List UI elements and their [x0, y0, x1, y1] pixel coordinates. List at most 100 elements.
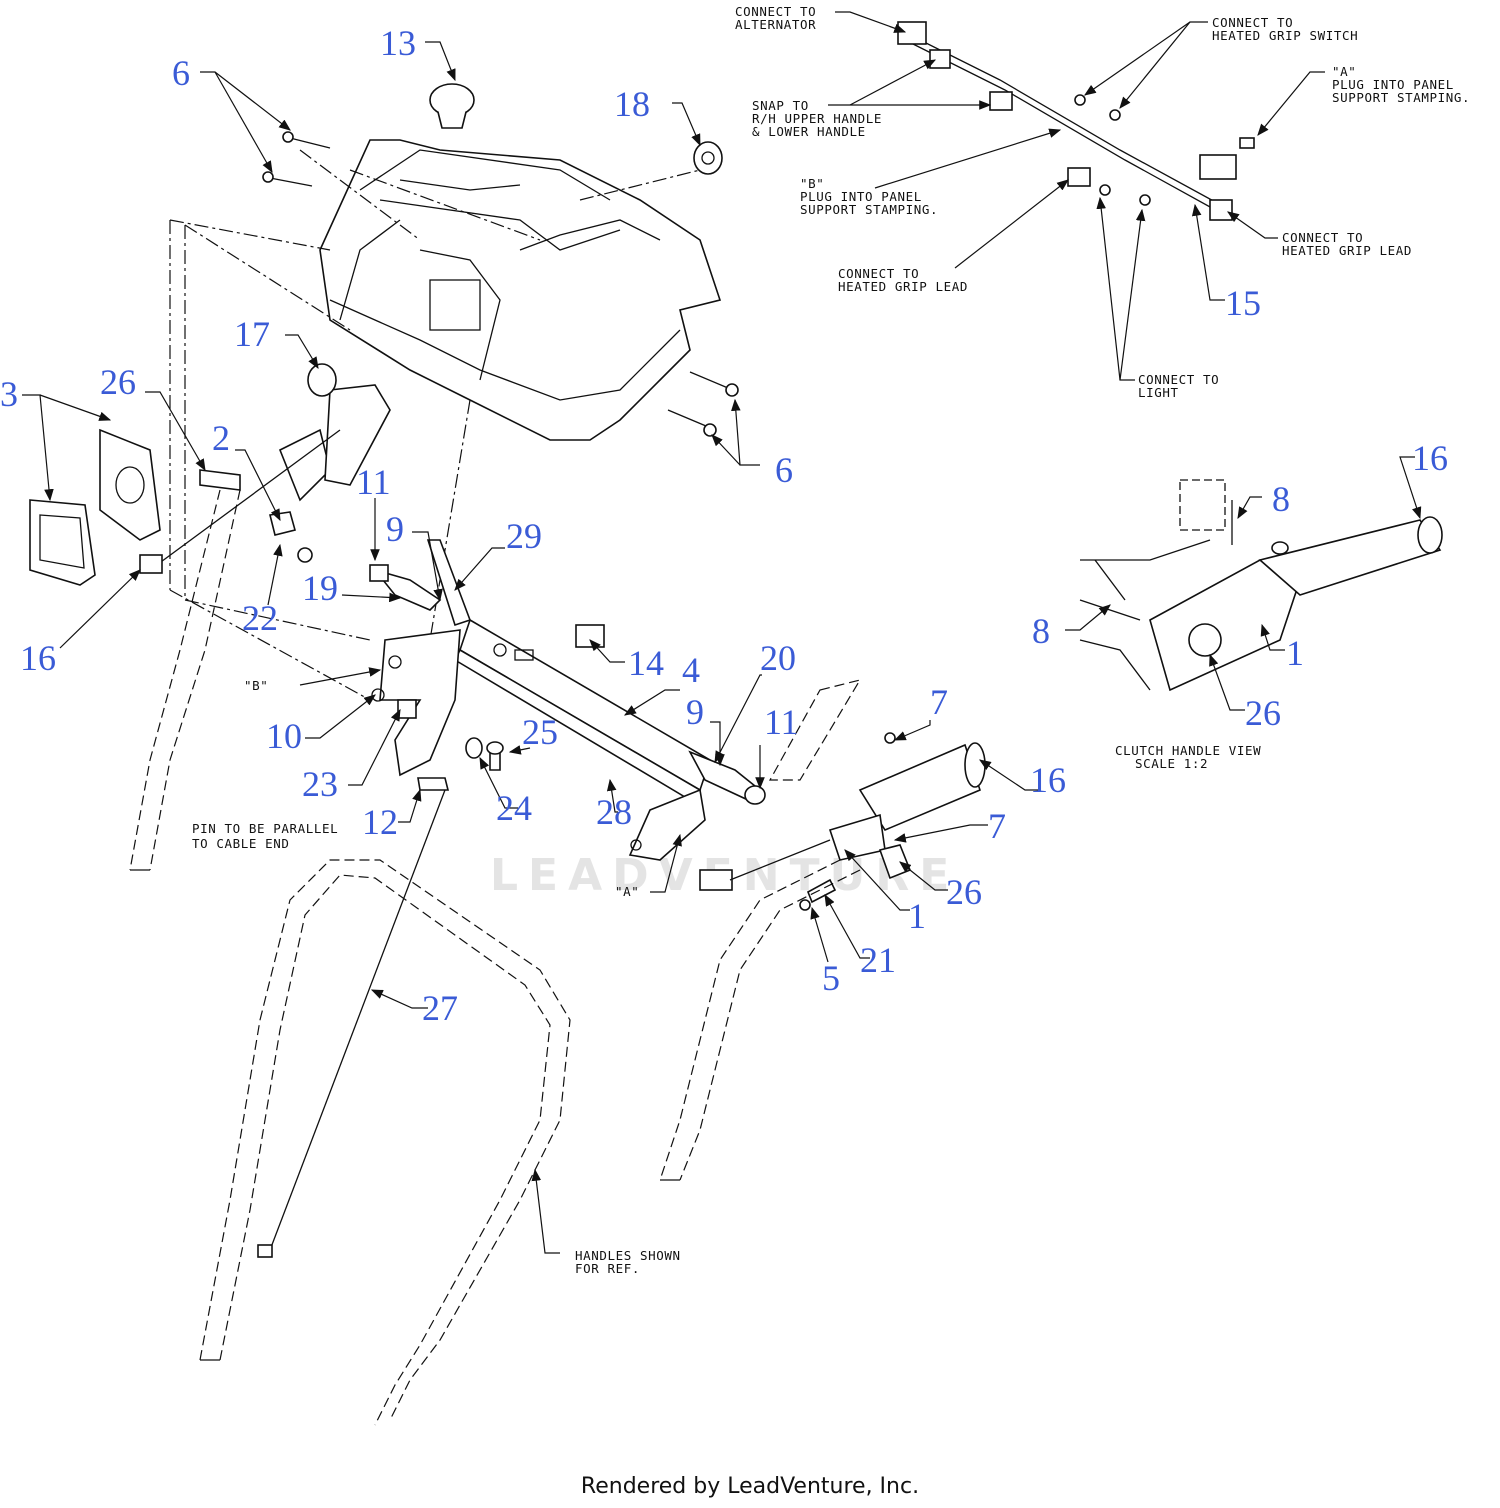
ref-a: "A" [615, 884, 639, 899]
left-handle-tube [129, 489, 241, 871]
callout-1: 1 [908, 896, 926, 936]
ref-line [579, 169, 701, 201]
note-plug-a-3: SUPPORT STAMPING. [1332, 90, 1470, 105]
callout-6: 6 [172, 53, 190, 93]
note-alternator-2: ALTERNATOR [735, 17, 816, 32]
note-heated-lead-left-1: CONNECT TO [838, 266, 919, 281]
callout-9: 9 [386, 509, 404, 549]
callout-15: 15 [1225, 283, 1261, 323]
callout-6b: 6 [775, 450, 793, 490]
callout-23: 23 [302, 764, 338, 804]
left-cable [149, 429, 341, 571]
callout-16b: 16 [1030, 760, 1066, 800]
callout-29: 29 [506, 516, 542, 556]
note-handles-1: HANDLES SHOWN [575, 1248, 681, 1263]
callout-8: 8 [1272, 479, 1290, 519]
right-upper-handle [699, 732, 986, 911]
callout-24: 24 [496, 788, 532, 828]
callout-14: 14 [628, 643, 664, 683]
callout-26c: 26 [1245, 693, 1281, 733]
switch [575, 624, 605, 648]
cable-end [257, 1244, 273, 1258]
callout-18: 18 [614, 84, 650, 124]
callout-28: 28 [596, 792, 632, 832]
callout-12: 12 [362, 802, 398, 842]
bolt-washer [465, 737, 504, 771]
ref-line [169, 589, 371, 701]
ref-line [169, 219, 331, 251]
dash-panel [319, 139, 722, 441]
spring [397, 699, 417, 719]
note-light-1: CONNECT TO [1138, 372, 1219, 387]
note-plug-b-2: PLUG INTO PANEL [800, 189, 922, 204]
leader-lines [22, 11, 1422, 1254]
callout-11: 11 [356, 462, 391, 502]
callouts: 13 6 18 17 26 3 2 11 9 29 19 22 16 10 23… [0, 23, 1448, 1028]
bolts-upper-left [262, 131, 331, 187]
right-bracket [628, 788, 706, 861]
callout-8b: 8 [1032, 611, 1050, 651]
ref-line [184, 224, 351, 331]
callout-25: 25 [522, 712, 558, 752]
shaft-right [688, 750, 766, 805]
light-housing [29, 428, 161, 586]
grip-outline [768, 679, 862, 781]
note-heated-switch-1: CONNECT TO [1212, 15, 1293, 30]
ref-line [184, 599, 371, 641]
callout-9b: 9 [686, 692, 704, 732]
note-handles-2: FOR REF. [575, 1261, 640, 1276]
shaft-left [369, 564, 442, 611]
note-pin-1: PIN TO BE PARALLEL [192, 821, 338, 836]
note-heated-switch-2: HEATED GRIP SWITCH [1212, 28, 1358, 43]
note-snap-1: SNAP TO [752, 98, 809, 113]
notes: CONNECT TO ALTERNATOR CONNECT TO HEATED … [192, 4, 1470, 1276]
callout-26: 26 [100, 362, 136, 402]
clutch-handle-view [1079, 479, 1443, 692]
note-clutch-1: CLUTCH HANDLE VIEW [1115, 743, 1261, 758]
bolts-lower-right [667, 371, 739, 437]
ref-b: "B" [244, 678, 268, 693]
callout-2: 2 [212, 418, 230, 458]
callout-7: 7 [930, 682, 948, 722]
drive-arm [426, 539, 472, 627]
callout-27: 27 [422, 988, 458, 1028]
note-heated-lead-left-2: HEATED GRIP LEAD [838, 279, 968, 294]
note-plug-b-3: SUPPORT STAMPING. [800, 202, 938, 217]
callout-5: 5 [822, 958, 840, 998]
callout-16c: 16 [1412, 438, 1448, 478]
callout-20: 20 [760, 638, 796, 678]
pin [417, 777, 450, 791]
note-light-2: LIGHT [1138, 385, 1179, 400]
ref-line [299, 149, 421, 241]
note-alternator-1: CONNECT TO [735, 4, 816, 19]
callout-10: 10 [266, 716, 302, 756]
knob [429, 83, 475, 129]
note-snap-3: & LOWER HANDLE [752, 124, 866, 139]
ref-line [349, 169, 541, 241]
callout-11b: 11 [764, 702, 799, 742]
note-heated-lead-right-1: CONNECT TO [1282, 230, 1363, 245]
callout-17: 17 [234, 314, 270, 354]
callout-4: 4 [682, 650, 700, 690]
left-bracket [371, 629, 461, 777]
left-connector [139, 554, 163, 574]
callout-19: 19 [302, 568, 338, 608]
callout-22: 22 [242, 598, 278, 638]
callout-3: 3 [0, 374, 18, 414]
wire-harness [897, 21, 1255, 221]
callout-26b: 26 [946, 872, 982, 912]
callout-16: 16 [20, 638, 56, 678]
note-clutch-2: SCALE 1:2 [1135, 756, 1208, 771]
note-plug-b-1: "B" [800, 176, 824, 191]
callout-21: 21 [860, 940, 896, 980]
left-upper-handle [199, 363, 391, 563]
drive-cable [269, 789, 446, 1251]
callout-7b: 7 [988, 806, 1006, 846]
note-plug-a-1: "A" [1332, 64, 1356, 79]
note-pin-2: TO CABLE END [192, 836, 290, 851]
note-snap-2: R/H UPPER HANDLE [752, 111, 882, 126]
footer-credit: Rendered by LeadVenture, Inc. [580, 1474, 920, 1499]
callout-1b: 1 [1286, 633, 1304, 673]
grommet [693, 141, 723, 175]
